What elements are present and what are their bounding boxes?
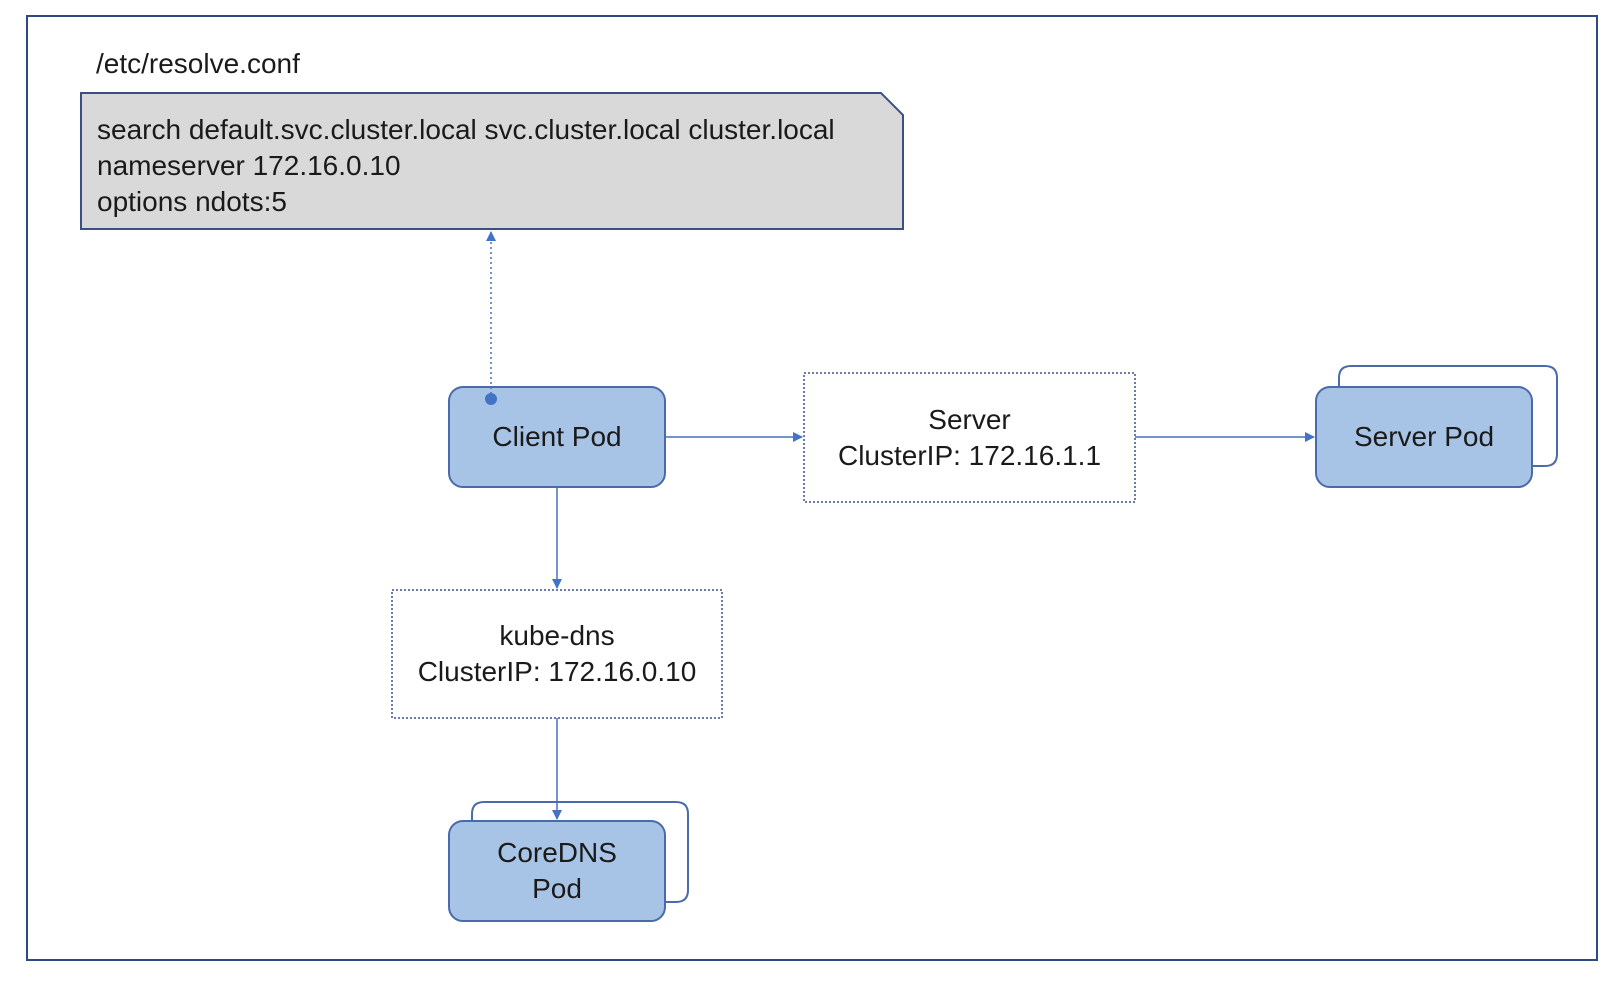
server-service-box[interactable] (803, 372, 1136, 503)
client-pod-label-text: Client Pod (492, 421, 622, 452)
resolv-conf-options-line: options ndots:5 (97, 186, 287, 217)
resolv-conf-title: /etc/resolve.conf (96, 48, 300, 79)
resolv-conf-link-origin (485, 393, 497, 405)
resolv-conf-nameserver-line: nameserver 172.16.0.10 (97, 150, 401, 181)
server-pod-label: Server Pod (1316, 387, 1532, 487)
server-service-name: Server (928, 403, 1011, 435)
coredns-pod-stack-back (471, 801, 689, 903)
kube-dns-service-box[interactable] (391, 589, 723, 719)
server-service-label: Server ClusterIP: 172.16.1.1 (804, 373, 1135, 502)
resolv-conf-search-line: search default.svc.cluster.local svc.clu… (97, 114, 835, 145)
coredns-pod-label-line1: CoreDNS (497, 837, 617, 868)
kube-dns-service-label: kube-dns ClusterIP: 172.16.0.10 (392, 590, 722, 718)
coredns-pod-box[interactable] (448, 820, 666, 922)
server-pod-label-text: Server Pod (1353, 421, 1495, 452)
resolv-conf-content: search default.svc.cluster.local svc.clu… (97, 112, 835, 220)
client-pod-label: Client Pod (449, 387, 665, 487)
kube-dns-service-cluster-ip: ClusterIP: 172.16.0.10 (417, 656, 697, 687)
coredns-pod-label-line2: Pod (532, 873, 582, 904)
kube-dns-service-name: kube-dns (499, 620, 615, 651)
server-pod-stack-back (1338, 365, 1558, 467)
outer-frame (26, 15, 1598, 961)
coredns-pod-label: CoreDNS Pod (449, 821, 665, 921)
server-pod-box[interactable] (1315, 386, 1533, 488)
server-service-cluster-ip: ClusterIP: 172.16.1.1 (837, 439, 1102, 471)
resolv-conf-note-shape (80, 92, 904, 230)
